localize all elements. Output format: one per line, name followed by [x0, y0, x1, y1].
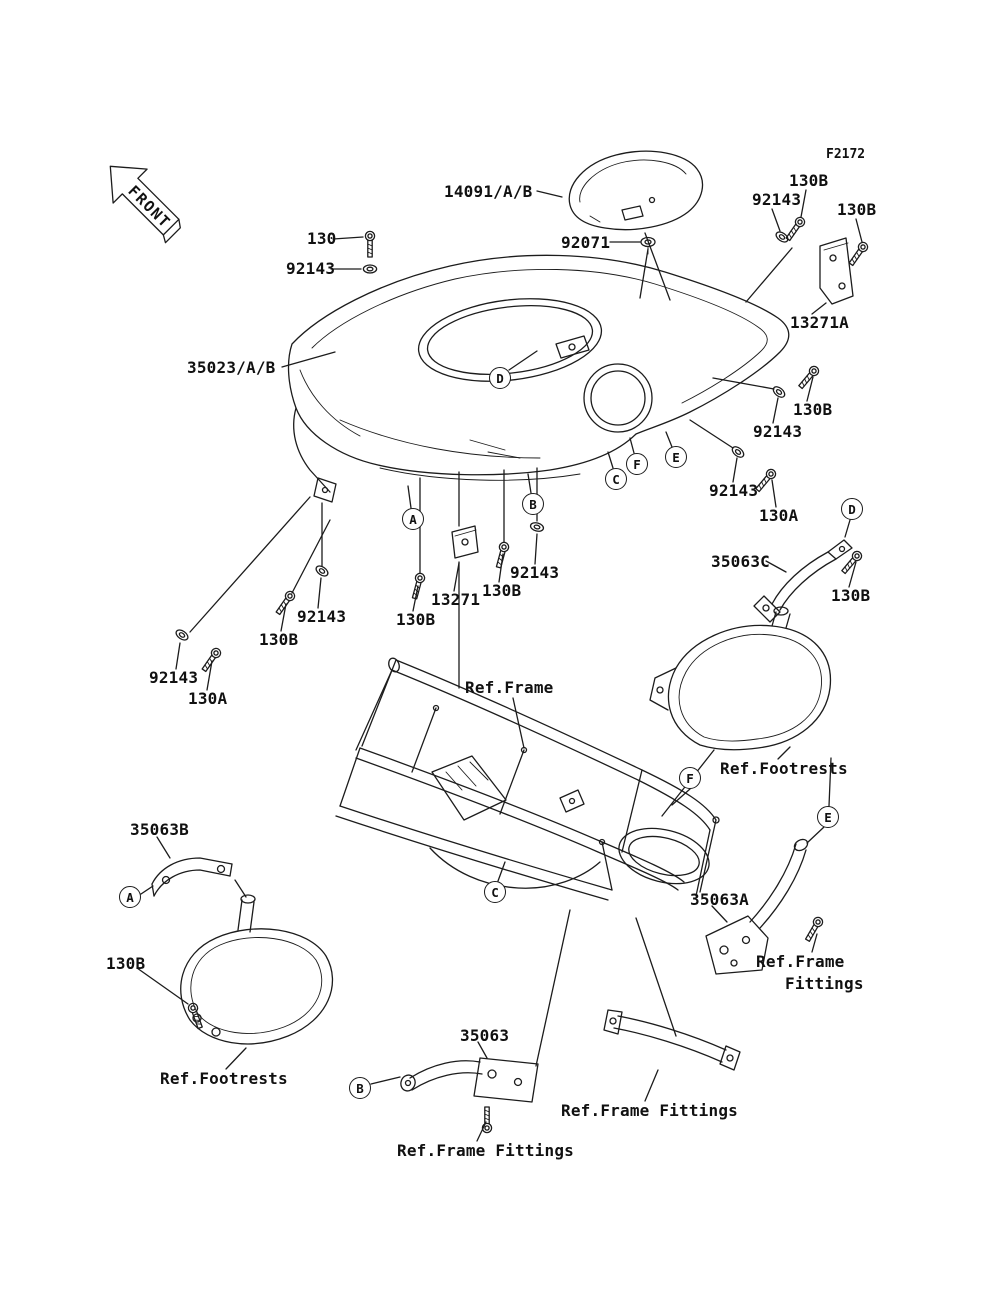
washer-icon: [173, 627, 191, 643]
part-label-130b-6: 130B: [396, 610, 436, 629]
bracket-13271-part: [451, 525, 479, 559]
callout-e-2: E: [817, 806, 839, 828]
ref-label-frame-fittings-bottom-right: Ref.Frame Fittings: [561, 1101, 738, 1120]
part-label-130: 130: [307, 229, 337, 248]
part-label-35063a: 35063A: [690, 890, 749, 909]
screw-icon: [186, 1001, 206, 1030]
part-label-130b-2: 130B: [837, 200, 877, 219]
footrest-guard-right-part: [649, 606, 832, 751]
frame-part: [335, 657, 720, 901]
callout-a-1: A: [402, 508, 424, 530]
ref-label-frame-fittings-bottom-center: Ref.Frame Fittings: [397, 1141, 574, 1160]
leader-lines: [136, 189, 863, 1142]
part-label-35063c: 35063C: [711, 552, 770, 571]
part-label-35023: 35023/A/B: [187, 358, 276, 377]
part-label-130a-1: 130A: [759, 506, 799, 525]
washer-icon: [729, 444, 747, 460]
callout-d-1: D: [489, 367, 511, 389]
callout-a-2: A: [119, 886, 141, 908]
part-label-130b-8: 130B: [106, 954, 146, 973]
callout-c-1: C: [605, 468, 627, 490]
screw-icon: [846, 239, 871, 268]
bar-frame-fitting-right-part: [603, 1009, 741, 1071]
washer-icon: [770, 384, 788, 400]
bar-35063-part: [400, 1057, 539, 1103]
part-label-92143-4: 92143: [709, 481, 759, 500]
callout-c-2: C: [484, 881, 506, 903]
callout-e-1: E: [665, 446, 687, 468]
callout-f-2: F: [679, 767, 701, 789]
screw-icon: [796, 363, 822, 391]
part-label-130a-2: 130A: [188, 689, 228, 708]
ref-label-frame-fittings-right-line2: Fittings: [785, 974, 864, 993]
part-label-130b-7: 130B: [259, 630, 299, 649]
part-label-13271: 13271: [431, 590, 481, 609]
ref-label-footrests-right: Ref.Footrests: [720, 759, 848, 778]
part-label-14091: 14091/A/B: [444, 182, 533, 201]
screw-icon: [481, 1106, 493, 1134]
ref-label-frame: Ref.Frame: [465, 678, 554, 697]
bracket-35063a-part: [705, 838, 809, 975]
ref-label-footrests-left: Ref.Footrests: [160, 1069, 288, 1088]
bracket-13271a-part: [819, 237, 854, 305]
screw-icon: [273, 588, 298, 617]
callout-b-2: B: [349, 1077, 371, 1099]
part-label-130b-4: 130B: [831, 586, 871, 605]
bar-35063c-part: [753, 539, 853, 623]
part-label-92143-1: 92143: [752, 190, 802, 209]
part-label-130b-3: 130B: [793, 400, 833, 419]
seat-cover-part: [568, 150, 704, 231]
callout-d-2: D: [841, 498, 863, 520]
rear-cover-35023-part: [287, 254, 790, 503]
screw-icon: [364, 230, 376, 258]
washer-icon: [528, 520, 546, 534]
screw-icon: [802, 915, 825, 944]
footrest-guard-left-part: [180, 894, 334, 1045]
figure-code: F2172: [826, 147, 866, 162]
callout-b-1: B: [522, 493, 544, 515]
part-label-130b-1: 130B: [789, 171, 829, 190]
washer-icon: [362, 264, 378, 274]
ref-label-frame-fittings-right-line1: Ref.Frame: [756, 952, 845, 971]
part-label-92143-2: 92143: [286, 259, 336, 278]
part-label-92143-6: 92143: [297, 607, 347, 626]
front-arrow-icon: FRONT: [109, 165, 181, 244]
part-label-92143-3: 92143: [753, 422, 803, 441]
part-label-13271a: 13271A: [790, 313, 849, 332]
callout-f-1: F: [626, 453, 648, 475]
part-label-35063: 35063: [460, 1026, 510, 1045]
part-label-92071: 92071: [561, 233, 611, 252]
part-label-35063b: 35063B: [130, 820, 189, 839]
washer-icon: [773, 229, 791, 245]
part-label-92143-5: 92143: [510, 563, 560, 582]
part-label-130b-5: 130B: [482, 581, 522, 600]
bracket-35063b-part: [151, 857, 233, 897]
part-label-92143-7: 92143: [149, 668, 199, 687]
